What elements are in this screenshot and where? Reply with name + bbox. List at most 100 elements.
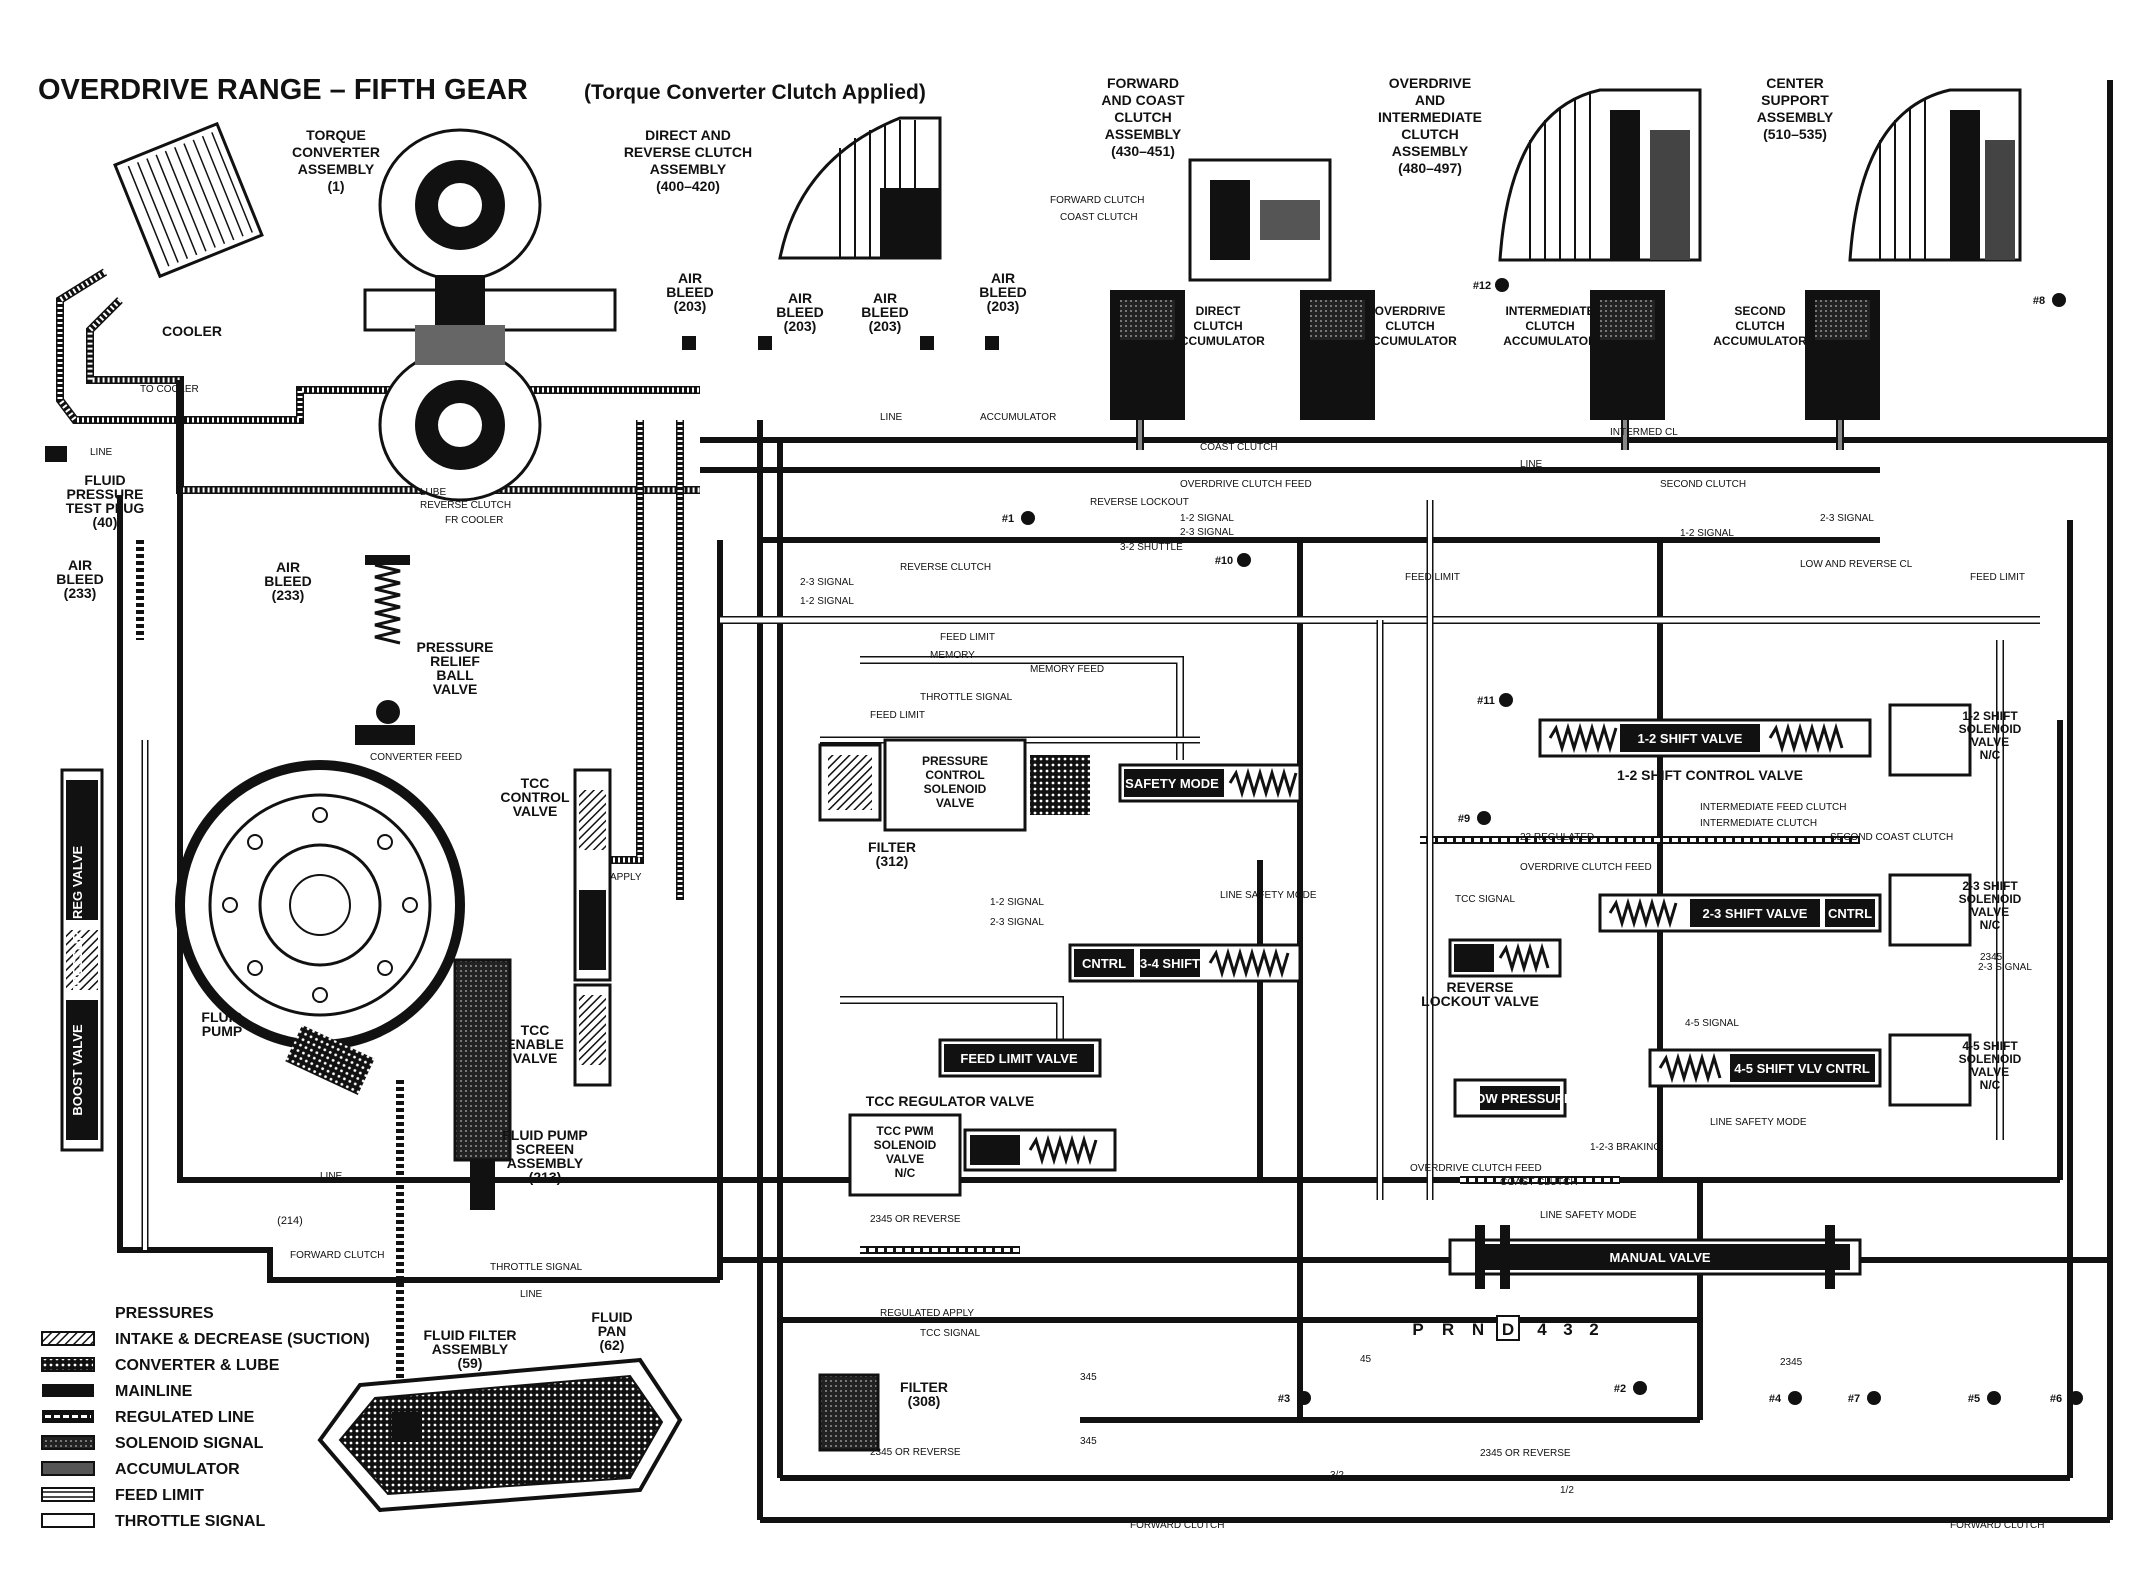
legend-item-thr: THROTTLE SIGNAL — [115, 1513, 265, 1530]
svg-text:(203): (203) — [987, 298, 1020, 314]
svg-text:CONVERTER FEED: CONVERTER FEED — [370, 752, 462, 763]
svg-text:VALVE: VALVE — [513, 803, 558, 819]
svg-text:(203): (203) — [674, 298, 707, 314]
svg-text:BLEED: BLEED — [666, 284, 713, 300]
svg-text:ENABLE: ENABLE — [506, 1036, 564, 1052]
svg-text:(203): (203) — [784, 318, 817, 334]
svg-text:1-2 SIGNAL: 1-2 SIGNAL — [800, 596, 854, 607]
svg-text:1-2 SIGNAL: 1-2 SIGNAL — [990, 897, 1044, 908]
svg-text:(59): (59) — [458, 1355, 483, 1371]
svg-text:THROTTLE SIGNAL: THROTTLE SIGNAL — [490, 1262, 583, 1273]
checkball: #11 — [1477, 693, 1513, 707]
svg-text:TORQUE: TORQUE — [306, 127, 366, 143]
svg-text:FORWARD: FORWARD — [1107, 75, 1179, 91]
svg-text:PAN: PAN — [598, 1323, 627, 1339]
svg-text:SOLENOID: SOLENOID — [1959, 1052, 2022, 1066]
position-P: P — [1412, 1320, 1423, 1339]
svg-text:FEED LIMIT: FEED LIMIT — [1970, 572, 2025, 583]
svg-text:VALVE: VALVE — [936, 796, 974, 810]
svg-text:ASSEMBLY: ASSEMBLY — [507, 1155, 584, 1171]
svg-text:PRESSURE: PRESSURE — [922, 754, 988, 768]
svg-text:VALVE: VALVE — [1971, 905, 2009, 919]
pressure-regulator-valve: BOOST VALVE PRESSURE REG VALVE — [60, 768, 104, 1152]
checkball-label: #2 — [1614, 1383, 1626, 1395]
svg-text:VALVE: VALVE — [1971, 1065, 2009, 1079]
svg-text:(40): (40) — [93, 514, 118, 530]
checkball: #9 — [1458, 811, 1491, 825]
svg-text:CLUTCH: CLUTCH — [1735, 319, 1784, 333]
svg-text:(62): (62) — [600, 1337, 625, 1353]
svg-text:LINE: LINE — [1520, 459, 1543, 470]
svg-text:(1): (1) — [327, 178, 344, 194]
svg-text:2-3 SIGNAL: 2-3 SIGNAL — [1820, 513, 1874, 524]
svg-text:2345: 2345 — [1780, 1357, 1803, 1368]
svg-text:LINE SAFETY MODE: LINE SAFETY MODE — [1540, 1210, 1637, 1221]
svg-text:1-2 SHIFT: 1-2 SHIFT — [1962, 709, 2018, 723]
svg-text:2345 OR REVERSE: 2345 OR REVERSE — [870, 1447, 961, 1458]
svg-text:INTERMEDIATE CLUTCH: INTERMEDIATE CLUTCH — [1700, 818, 1817, 829]
svg-text:LINE SAFETY MODE: LINE SAFETY MODE — [1220, 890, 1317, 901]
svg-text:3-4 SHIFT: 3-4 SHIFT — [1140, 956, 1200, 971]
fluid-pump-screen-assembly: FLUID PUMP SCREEN ASSEMBLY (213) — [453, 958, 588, 1210]
page-title: OVERDRIVE RANGE – FIFTH GEAR (Torque Con… — [38, 74, 926, 106]
title-main: OVERDRIVE RANGE – FIFTH GEAR — [38, 74, 528, 106]
shift-valve-3-4: CNTRL 3-4 SHIFT — [1068, 943, 1302, 983]
air-bleed-233-mid: AIR BLEED (233) — [264, 559, 311, 603]
svg-text:INTERMEDIATE: INTERMEDIATE — [1378, 109, 1482, 125]
svg-text:ACCUMULATOR: ACCUMULATOR — [1503, 334, 1597, 348]
checkball-label: #6 — [2050, 1393, 2062, 1405]
svg-text:CLUTCH: CLUTCH — [1401, 126, 1459, 142]
cooler: COOLER — [113, 121, 264, 339]
svg-text:TCC: TCC — [521, 775, 550, 791]
svg-text:AIR: AIR — [991, 270, 1015, 286]
passage-labels: FORWARD CLUTCH COAST CLUTCH LUBE TO COOL… — [90, 195, 2044, 1531]
filter-308: FILTER (308) — [818, 1373, 948, 1452]
svg-text:1-2 SIGNAL: 1-2 SIGNAL — [1680, 528, 1734, 539]
svg-text:OVERDRIVE CLUTCH FEED: OVERDRIVE CLUTCH FEED — [1180, 479, 1312, 490]
svg-text:2345 OR REVERSE: 2345 OR REVERSE — [1480, 1448, 1571, 1459]
svg-text:1-2 SHIFT CONTROL VALVE: 1-2 SHIFT CONTROL VALVE — [1617, 767, 1803, 783]
position-3: 3 — [1563, 1320, 1572, 1339]
air-bleed-203-group: AIR BLEED (203) AIR BLEED (203) AIR BLEE… — [666, 270, 1027, 350]
checkball-label: #7 — [1848, 1393, 1860, 1405]
svg-text:FILTER: FILTER — [868, 839, 916, 855]
svg-text:TCC SIGNAL: TCC SIGNAL — [1455, 894, 1515, 905]
svg-text:RELIEF: RELIEF — [430, 653, 480, 669]
svg-text:3/2: 3/2 — [1330, 1470, 1344, 1481]
svg-text:CNTRL: CNTRL — [1828, 906, 1872, 921]
checkball-label: #12 — [1473, 280, 1491, 292]
fluid-pan: FLUID FILTER ASSEMBLY (59) FLUID PAN (62… — [317, 1309, 683, 1513]
svg-text:CENTER: CENTER — [1766, 75, 1824, 91]
svg-text:LOCKOUT VALVE: LOCKOUT VALVE — [1421, 993, 1539, 1009]
feed-limit-valve: FEED LIMIT VALVE — [938, 1038, 1102, 1078]
svg-text:REVERSE LOCKOUT: REVERSE LOCKOUT — [1090, 497, 1189, 508]
svg-text:LINE: LINE — [880, 412, 903, 423]
tcc-regulator-valve: TCC REGULATOR VALVE TCC PWM SOLENOID VAL… — [848, 1093, 1117, 1197]
svg-text:FLUID: FLUID — [201, 1009, 242, 1025]
checkball-label: #10 — [1215, 555, 1233, 567]
svg-text:ASSEMBLY: ASSEMBLY — [432, 1341, 509, 1357]
svg-text:BLEED: BLEED — [861, 304, 908, 320]
svg-text:TCC SIGNAL: TCC SIGNAL — [920, 1328, 980, 1339]
checkball-label: #1 — [1002, 513, 1014, 525]
position-2: 2 — [1589, 1320, 1598, 1339]
legend-label: ACCUMULATOR — [115, 1461, 240, 1478]
svg-text:CLUTCH: CLUTCH — [1193, 319, 1242, 333]
svg-text:SECOND: SECOND — [1734, 304, 1786, 318]
svg-text:SOLENOID: SOLENOID — [1959, 892, 2022, 906]
checkball: #5 — [1968, 1391, 2001, 1405]
svg-text:4-5 SHIFT: 4-5 SHIFT — [1962, 1039, 2018, 1053]
shift-valve-2-3: 2-3 SHIFT VALVE CNTRL 2-3 SHIFT SOLENOID… — [1598, 873, 2022, 947]
low-pressure-valve: LOW PRESSURE — [1453, 1078, 1573, 1118]
shift-valve-1-2: 1-2 SHIFT VALVE 1-2 SHIFT CONTROL VALVE … — [1538, 703, 2022, 783]
legend-item-feed: FEED LIMIT — [115, 1487, 204, 1504]
svg-text:(430–451): (430–451) — [1111, 143, 1175, 159]
checkball-label: #9 — [1458, 813, 1470, 825]
svg-text:INTERMEDIATE: INTERMEDIATE — [1505, 304, 1594, 318]
svg-text:DIRECT AND: DIRECT AND — [645, 127, 731, 143]
svg-text:DIRECT: DIRECT — [1196, 304, 1241, 318]
checkball-label: #5 — [1968, 1393, 1980, 1405]
svg-text:1/2: 1/2 — [1560, 1485, 1574, 1496]
